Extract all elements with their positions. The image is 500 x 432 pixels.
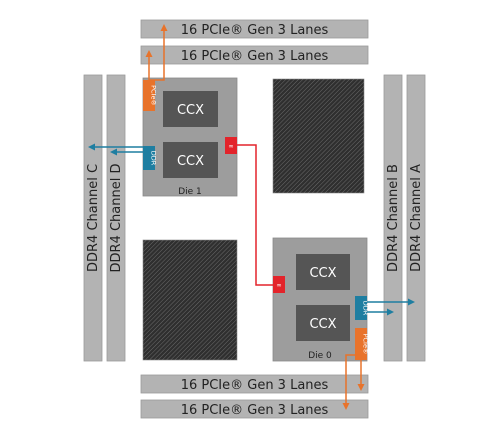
ccx-block: [296, 254, 350, 290]
pcie-tag: [355, 328, 367, 360]
pcie-tag-label: PCIe®: [362, 334, 370, 355]
die-0: CCX CCX Die 0 ∞ DDR PCIe®: [272, 237, 370, 362]
pcie-bar-bottom-2: 16 PCIe® Gen 3 Lanes: [140, 399, 369, 419]
pcie-bar-top-1: 16 PCIe® Gen 3 Lanes: [140, 19, 369, 39]
ccx-label: CCX: [177, 154, 204, 169]
ddr-channel-label: DDR4 Channel A: [409, 164, 424, 272]
ccx-label: CCX: [309, 266, 336, 281]
ddr-channel-bar-c: DDR4 Channel C: [83, 74, 103, 362]
infinity-icon: ∞: [228, 142, 233, 150]
ddr-channel-label: DDR4 Channel D: [109, 164, 124, 273]
inactive-die-bottom-left: [142, 239, 238, 361]
pcie-label: 16 PCIe® Gen 3 Lanes: [181, 49, 329, 64]
pcie-arrows-die-1: [145, 24, 168, 81]
die-1: CCX CCX Die 1 PCIe® DDR ∞: [142, 77, 238, 197]
die-label: Die 1: [178, 187, 202, 197]
infinity-icon: ∞: [276, 281, 281, 289]
ddr-arrows-die-1: [88, 143, 143, 156]
ddr-tag-label: DDR: [150, 151, 158, 166]
ddr-channel-label: DDR4 Channel B: [386, 164, 401, 272]
pcie-arrows-die-0: [342, 354, 365, 410]
infinity-fabric-tag: [225, 137, 237, 154]
ccx-label: CCX: [177, 103, 204, 118]
ddr-tag: [355, 296, 367, 320]
infinity-fabric-link: [237, 144, 273, 286]
inactive-die-top-right: [272, 78, 365, 194]
ccx-block: [163, 142, 218, 178]
pcie-bar-top-2: 16 PCIe® Gen 3 Lanes: [140, 45, 369, 65]
pcie-label: 16 PCIe® Gen 3 Lanes: [181, 403, 329, 418]
ccx-block: [296, 305, 350, 341]
ddr-channel-label: DDR4 Channel C: [86, 164, 101, 272]
pcie-bar-bottom-1: 16 PCIe® Gen 3 Lanes: [140, 374, 369, 394]
pcie-tag: [143, 80, 155, 111]
pcie-label: 16 PCIe® Gen 3 Lanes: [181, 23, 329, 38]
ddr-channel-bar-a: DDR4 Channel A: [406, 74, 426, 362]
infinity-fabric-tag: [273, 276, 285, 293]
ddr-tag-label: DDR: [362, 301, 370, 316]
ccx-block: [163, 91, 218, 127]
ddr-channel-bar-b: DDR4 Channel B: [383, 74, 403, 362]
pcie-tag-label: PCIe®: [150, 85, 158, 106]
die-label: Die 0: [308, 351, 332, 361]
ddr-channel-bar-d: DDR4 Channel D: [106, 74, 126, 362]
ccx-label: CCX: [309, 317, 336, 332]
pcie-label: 16 PCIe® Gen 3 Lanes: [181, 378, 329, 393]
ddr-tag: [143, 146, 155, 170]
ddr-arrows-die-0: [367, 298, 415, 316]
